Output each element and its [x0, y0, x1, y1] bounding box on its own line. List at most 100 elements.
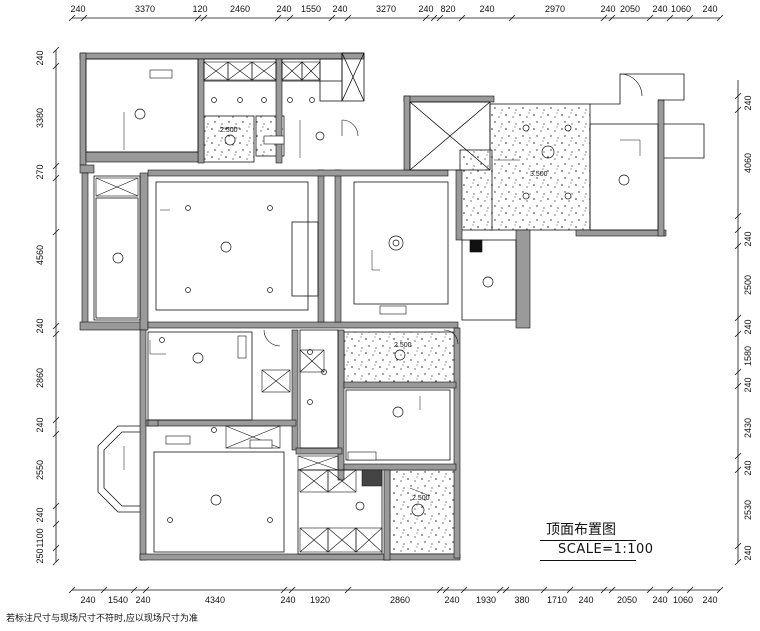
- dimension-ticks-top: [68, 14, 724, 22]
- dimension-tick: [52, 228, 60, 236]
- walls: [79, 52, 667, 561]
- dimension-tick: [496, 586, 504, 594]
- leader-lines: [123, 112, 641, 497]
- dim-bottom-label: 240: [652, 595, 667, 605]
- dimension-tick: [686, 586, 694, 594]
- dimension-tick: [344, 586, 352, 594]
- dim-right-label: 240: [743, 460, 753, 475]
- dim-top-label: 240: [479, 4, 494, 14]
- dim-top-label: 240: [702, 4, 717, 14]
- dim-top-label: 3370: [135, 4, 155, 14]
- dim-bottom-label: 2860: [390, 595, 410, 605]
- dim-bottom-label: 1060: [673, 595, 693, 605]
- dimension-tick: [436, 586, 444, 594]
- dim-left-label: 1100: [35, 528, 45, 547]
- dimension-tick: [734, 452, 742, 460]
- dim-left-label: 240: [35, 417, 45, 432]
- zone-entry-ceiling: [459, 149, 493, 231]
- dimension-tick: [52, 416, 60, 424]
- dimension-tick: [344, 14, 352, 22]
- dim-bottom-label: 1710: [547, 595, 567, 605]
- dimension-tick: [430, 14, 438, 22]
- dim-right-label: 240: [743, 545, 753, 560]
- dim-right-label: 2530: [743, 500, 753, 520]
- dimension-tick: [734, 226, 742, 234]
- vents: [149, 69, 407, 461]
- dimension-tick: [458, 14, 466, 22]
- dimension-labels-left: 240 3380 270 4560 240 2860 240 2550 240 …: [35, 50, 45, 563]
- dimension-tick: [734, 242, 742, 250]
- dimension-tick: [286, 14, 294, 22]
- drawing-title: 顶面布置图: [546, 522, 616, 538]
- cabinets: [95, 61, 383, 553]
- dimension-tick: [68, 586, 76, 594]
- dimension-ticks-bottom: [68, 586, 724, 594]
- dim-top-label: 820: [440, 4, 455, 14]
- dimension-tick: [734, 106, 742, 114]
- dimension-tick: [734, 466, 742, 474]
- dim-bottom-label: 240: [702, 595, 717, 605]
- dim-top-label: 2460: [230, 4, 250, 14]
- dim-top-label: 2050: [620, 4, 640, 14]
- dim-top-label: 3270: [376, 4, 396, 14]
- dimension-tick: [52, 544, 60, 552]
- dimension-tick: [52, 330, 60, 338]
- zone-bath2-ceiling: [389, 469, 457, 555]
- speckled-ceiling-zones: [203, 103, 591, 555]
- dimension-tick: [646, 14, 654, 22]
- dimension-tick: [142, 586, 150, 594]
- dimension-tick: [646, 586, 654, 594]
- dimension-tick: [194, 14, 202, 22]
- dim-bottom-label: 1930: [476, 595, 496, 605]
- dimension-tick: [52, 62, 60, 70]
- elevation-label: 2.500: [220, 127, 238, 134]
- dimension-tick: [734, 368, 742, 376]
- dimension-tick: [130, 586, 138, 594]
- dim-bottom-label: 240: [135, 595, 150, 605]
- dim-bottom-label: 380: [514, 595, 529, 605]
- dim-right-label: 1580: [743, 346, 753, 366]
- dimension-tick: [600, 14, 608, 22]
- dim-top-label: 1550: [301, 4, 321, 14]
- dimension-tick: [52, 162, 60, 170]
- dimension-labels-top: 240 3370 120 2460 240 1550 240 3270 240 …: [70, 4, 717, 14]
- dim-right-label: 240: [743, 377, 753, 392]
- elevation-label: 2.500: [412, 495, 430, 502]
- dim-bottom-label: 240: [578, 595, 593, 605]
- dimension-tick: [460, 586, 468, 594]
- dimension-tick: [68, 14, 76, 22]
- dimension-tick: [52, 322, 60, 330]
- dimension-tick: [274, 14, 282, 22]
- dim-left-label: 240: [35, 318, 45, 333]
- scale-underline: [540, 560, 636, 561]
- dimension-tick: [52, 520, 60, 528]
- dim-top-label: 120: [192, 4, 207, 14]
- doors: [263, 73, 643, 347]
- dim-top-label: 2970: [545, 4, 565, 14]
- dim-right-label: 240: [743, 319, 753, 334]
- dim-top-label: 1060: [671, 4, 691, 14]
- dimension-tick: [52, 502, 60, 510]
- room-outlines: [85, 52, 705, 555]
- zone-store-ceiling: [203, 115, 255, 163]
- dim-bottom-label: 1540: [108, 595, 128, 605]
- dimension-tick: [52, 174, 60, 182]
- dimension-tick: [608, 14, 616, 22]
- title-underline: [540, 540, 636, 541]
- dimension-note: 若标注尺寸与现场尺寸不符时,应以现场尺寸为准: [6, 614, 198, 624]
- dimension-tick: [608, 586, 616, 594]
- dim-bottom-label: 1920: [310, 595, 330, 605]
- elevation-labels: 2.500 3.500 2.500 2.500: [220, 127, 548, 502]
- dimension-tick: [734, 542, 742, 550]
- dim-left-label: 240: [35, 507, 45, 522]
- dim-left-label: 3380: [35, 108, 45, 128]
- dimension-tick: [716, 586, 724, 594]
- dimension-tick: [686, 14, 694, 22]
- dim-left-label: 2860: [35, 368, 45, 388]
- dimension-tick: [508, 14, 516, 22]
- dimension-tick: [734, 382, 742, 390]
- dimension-tick: [52, 558, 60, 566]
- dimension-tick: [52, 46, 60, 54]
- dimension-tick: [200, 14, 208, 22]
